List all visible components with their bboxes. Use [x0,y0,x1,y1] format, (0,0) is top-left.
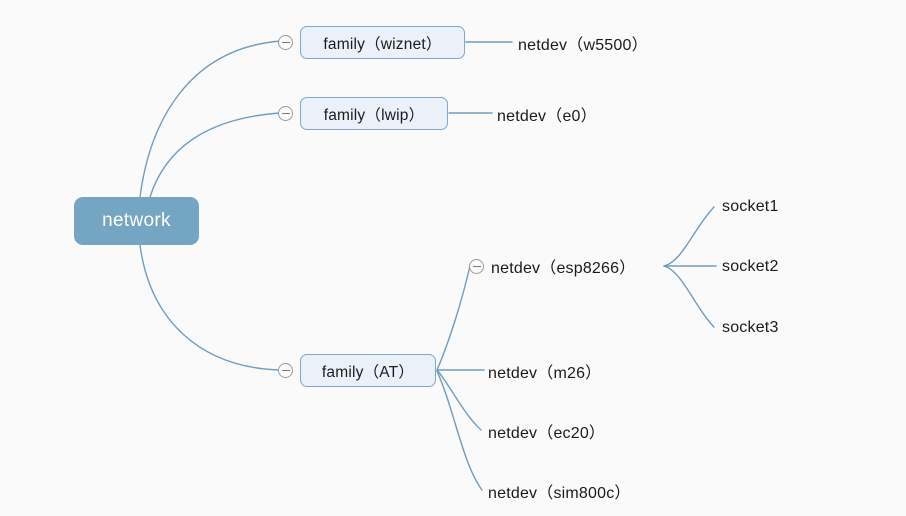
node-label-netdev-sim800c: netdev（sim800c） [488,485,631,502]
edge-root-to-family_at [139,244,282,371]
node-label-socket1: socket1 [722,198,779,215]
node-netdev-e0[interactable]: netdev（e0） [497,101,617,127]
node-label-socket2: socket2 [722,258,779,275]
node-label-netdev-w5500: netdev（w5500） [518,37,648,54]
collapse-toggle-family-wiznet[interactable] [278,35,293,50]
node-netdev-sim800c[interactable]: netdev（sim800c） [488,478,643,504]
edge-family_at-to-netdev_ec20 [436,369,482,431]
edge-family_at-to-netdev_esp8266 [436,265,471,371]
node-family-at[interactable]: family（AT） [300,354,436,387]
node-label-netdev-e0: netdev（e0） [497,108,597,125]
node-label-netdev-esp8266: netdev（esp8266） [491,260,636,277]
edge-netdev_esp8266-to-socket1 [663,206,715,267]
root-node-network[interactable]: network [74,197,199,245]
node-label-family-lwip: family（lwip） [323,106,425,124]
node-netdev-esp8266[interactable]: netdev（esp8266） [491,253,651,279]
collapse-toggle-netdev-esp8266[interactable] [469,258,484,274]
node-socket2[interactable]: socket2 [722,254,792,280]
root-node-label: network [102,210,171,231]
node-netdev-w5500[interactable]: netdev（w5500） [518,30,668,56]
collapse-toggle-family-at[interactable] [278,363,293,378]
node-family-lwip[interactable]: family（lwip） [300,97,448,130]
edge-family_at-to-netdev_sim800c [436,370,483,491]
node-label-netdev-m26: netdev（m26） [488,365,602,382]
node-netdev-m26[interactable]: netdev（m26） [488,358,618,384]
node-label-family-at: family（AT） [321,363,415,381]
node-label-socket3: socket3 [722,319,779,336]
node-family-wiznet[interactable]: family（wiznet） [300,26,465,59]
node-label-netdev-ec20: netdev（ec20） [488,425,606,442]
node-socket1[interactable]: socket1 [722,194,792,220]
node-netdev-ec20[interactable]: netdev（ec20） [488,418,620,444]
node-label-family-wiznet: family（wiznet） [323,35,442,53]
edge-netdev_esp8266-to-socket3 [663,265,715,328]
edge-root-to-family_lwip [149,112,282,198]
node-socket3[interactable]: socket3 [722,315,792,341]
edge-root-to-family_wiznet [139,40,282,198]
collapse-toggle-family-lwip[interactable] [278,106,293,121]
